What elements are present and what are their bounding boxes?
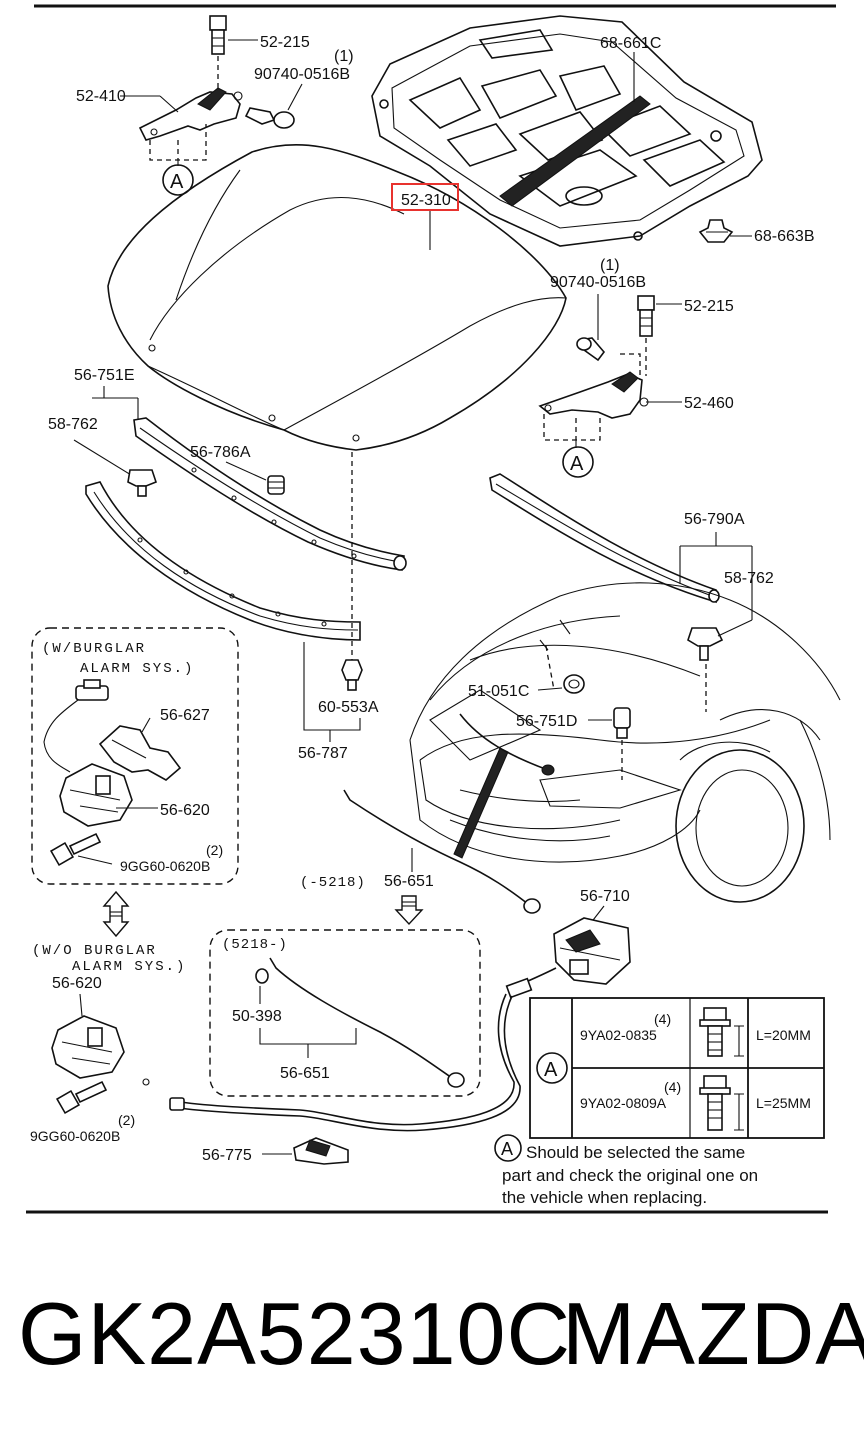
label-rod-bottom: 56-651 [280,1065,330,1082]
brand-caption: MAZDA [562,1284,864,1383]
release-lever [553,917,631,985]
alarm-connector [43,679,109,773]
label-burglar-title-1: (W/BURGLAR [42,641,146,657]
label-lock-alarm: 56-620 [160,802,210,819]
label-hinge-right: 52-460 [684,395,734,412]
seal-clip-left [127,469,157,497]
lock-bolt-no-alarm [55,1080,108,1115]
label-seal-right: 56-790A [684,511,745,528]
label-cushion-51: 51-051C [468,683,529,700]
label-lock-bolt-alarm: 9GG60-0620B [120,858,210,874]
label-seal-front-group: 56-787 [298,745,348,762]
hood-lock-no-alarm [51,1015,125,1079]
switch-bracket [98,725,182,781]
release-rod-top [343,789,541,914]
cushion-51 [563,674,585,694]
label-seal-group-left: 56-751E [74,367,135,384]
note-ref [494,1134,522,1162]
label-rod-range-prefix: (-5218) [300,875,366,891]
label-insulator: 68-661C [600,35,661,52]
hood-panel [107,143,567,451]
part-number-caption: GK2A52310C [18,1284,572,1383]
seal-front-left [85,481,361,641]
label-stop-56-751d: 56-751D [516,713,577,730]
ref-a-right-text: A [570,453,584,475]
label-lock-no-alarm: 56-620 [52,975,102,992]
down-arrow-icon [394,895,424,926]
hinge-left [138,87,243,141]
hood-label-highlight [391,183,459,211]
note-line-3: the vehicle when replacing. [502,1188,707,1207]
label-seal-clip-left: 58-762 [48,416,98,433]
flange-bolt-long-icon [699,1075,744,1131]
bolt-row-2-length: L=25MM [756,1095,811,1111]
ref-a-left-text: A [170,171,184,193]
insulator-clip [698,219,734,243]
label-screw-left-qty: (1) [334,48,354,65]
rod-clip [255,968,269,984]
label-bumper-stop: 56-786A [190,444,251,461]
seal-right [489,473,720,604]
bumper-stop [267,475,285,495]
ref-a-left [162,164,194,196]
label-release-lever: 56-710 [580,888,630,905]
label-cable-clip: 56-775 [202,1147,252,1164]
release-rod-bottom [269,957,465,1088]
label-hinge-left: 52-410 [76,88,126,105]
clip-60 [341,659,363,691]
bolt-row-2-qty: (4) [664,1079,681,1095]
note-line-1: Should be selected the same [526,1143,745,1162]
stop-56-751d [613,707,631,739]
label-seal-clip-right: 58-762 [724,570,774,587]
note-line-2: part and check the original one on [502,1166,758,1185]
hood-lock-alarm [59,763,133,827]
label-rod-range-suffix: (5218-) [222,937,288,953]
note-ref-text: A [501,1139,513,1159]
bolt-row-1-length: L=20MM [756,1027,811,1043]
label-screw-right: 90740-0516B [550,274,646,291]
flange-bolt-icon [699,1007,744,1057]
label-lock-bolt-alarm-qty: (2) [206,842,223,858]
hinge-right [538,371,649,419]
label-clip-60: 60-553A [318,699,379,716]
bolt-table-ref-text: A [544,1059,558,1081]
screw-right [576,337,606,362]
seal-clip-right [687,627,724,661]
label-hood: 52-310 [401,192,451,209]
bolt-row-1-qty: (4) [654,1011,671,1027]
hood-parts-diagram: 68-661C 68-663B 52-310 52-215 52-410 [26,4,841,1214]
label-lock-bolt-no-alarm-qty: (2) [118,1112,135,1128]
bolt-row-1-code: 9YA02-0835 [580,1027,657,1043]
bolt-row-2-code: 9YA02-0809A [580,1095,667,1111]
ref-a-right [562,446,594,478]
label-switch-bracket: 56-627 [160,707,210,724]
bolt-left [209,15,227,55]
label-bolt-right: 52-215 [684,298,734,315]
label-bolt-left: 52-215 [260,34,310,51]
label-rod-clip: 50-398 [232,1008,282,1025]
bolt-table [529,997,825,1139]
label-no-burglar-title-1: (W/O BURGLAR [32,943,157,959]
screw-left [244,107,295,129]
label-lock-bolt-no-alarm: 9GG60-0620B [30,1128,120,1144]
release-cable [142,967,557,1132]
label-burglar-title-2: ALARM SYS.) [80,661,194,677]
label-no-burglar-title-2: ALARM SYS.) [72,959,186,975]
seal-upper-left [133,417,407,571]
burglar-alarm-box [31,627,239,885]
lock-bolt-alarm [49,832,102,867]
label-rod-top: 56-651 [384,873,434,890]
hood-insulator [371,15,763,247]
bolt-table-ref [536,1052,568,1084]
label-screw-right-qty: (1) [600,257,620,274]
bolt-right [637,295,655,337]
rod-variant-box [209,929,481,1097]
label-screw-left: 90740-0516B [254,66,350,83]
label-insulator-clip: 68-663B [754,228,815,245]
double-arrow-icon [102,890,130,938]
cable-clip [293,1137,349,1165]
car-body [409,582,841,903]
